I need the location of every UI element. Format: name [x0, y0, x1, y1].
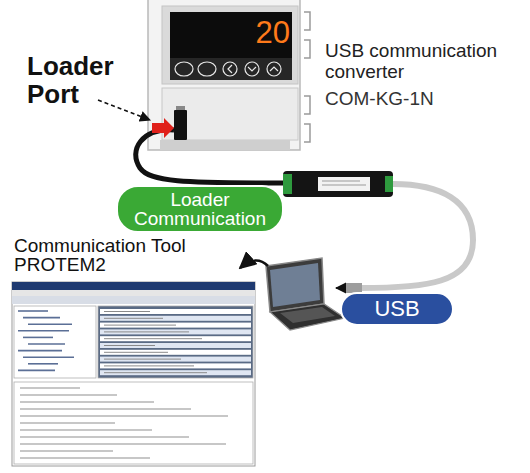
software-name: Communication Tool PROTEM2 — [14, 236, 194, 274]
table-cell — [104, 359, 181, 360]
log-line — [20, 422, 115, 423]
button — [223, 62, 237, 76]
tool-bar — [12, 296, 255, 304]
usb-cable — [360, 184, 473, 288]
table-row — [100, 336, 251, 341]
button — [198, 62, 216, 76]
front-panel — [162, 6, 298, 84]
button-chevron — [270, 67, 278, 71]
loader-port-leader — [98, 100, 150, 120]
device-name: USB communication converter — [325, 40, 515, 82]
tree-item — [23, 356, 74, 358]
button — [245, 62, 259, 76]
tree-item — [18, 350, 62, 352]
rib — [304, 40, 310, 58]
port-insert-arrow — [152, 118, 174, 138]
display-window — [170, 12, 292, 60]
menu-bar — [12, 290, 255, 296]
table-cell — [104, 325, 176, 326]
rib — [304, 124, 310, 142]
callout-label: Loader Port — [27, 52, 127, 108]
plug-arrow — [336, 287, 345, 289]
pill-text: Loader Communication — [130, 190, 270, 228]
table-cell — [104, 365, 194, 366]
button-strip — [170, 58, 292, 80]
tree-panel — [14, 306, 96, 378]
model-number: COM-KG-1N — [325, 88, 515, 109]
table-cell — [104, 331, 189, 332]
table-row — [100, 357, 251, 362]
controller-device — [148, 0, 310, 150]
table-cell — [104, 372, 207, 373]
button-chevron — [248, 67, 256, 71]
table-cell — [104, 311, 150, 312]
tree-item — [23, 337, 53, 339]
log-line — [20, 394, 117, 395]
tree-item — [18, 370, 55, 372]
log-line — [20, 387, 80, 388]
button — [175, 62, 193, 76]
port-tab — [176, 106, 185, 110]
tree-item — [23, 317, 60, 319]
log-line — [20, 450, 113, 451]
log-panel — [14, 382, 253, 464]
table-panel — [98, 306, 253, 378]
table-row — [100, 309, 251, 314]
button-chevron — [228, 65, 232, 73]
controller-body — [148, 0, 300, 150]
table-cell — [104, 352, 168, 353]
terminal-base — [160, 140, 290, 150]
table-row — [100, 350, 251, 355]
usb-pill: USB — [340, 292, 454, 326]
tree-item — [28, 323, 72, 325]
tree-item — [18, 330, 69, 332]
loader-cable — [136, 130, 285, 183]
table-row — [100, 329, 251, 334]
pill-text: USB — [374, 297, 419, 321]
table-cell — [104, 318, 163, 319]
log-line — [20, 429, 152, 430]
laptop-keyboard — [280, 307, 335, 323]
display-readout: 20 — [238, 15, 290, 51]
window-frame — [12, 282, 255, 466]
log-line — [20, 436, 189, 437]
lower-panel — [162, 88, 298, 140]
loader-communication-pill: Loader Communication — [116, 185, 284, 233]
table-row — [100, 363, 251, 368]
log-line — [20, 401, 154, 402]
log-line — [20, 415, 228, 416]
laptop-screen — [266, 258, 324, 312]
tree-item — [18, 310, 48, 312]
rib — [304, 12, 310, 30]
sticker-line — [322, 185, 366, 186]
usb-converter — [283, 171, 393, 197]
laptop-display — [270, 263, 320, 307]
converter-end-cap — [283, 174, 292, 194]
converter-sticker — [318, 177, 370, 191]
laptop-base — [270, 304, 345, 330]
laptop — [266, 258, 345, 330]
table-cell — [104, 338, 202, 339]
rib — [304, 96, 310, 114]
table-row — [100, 370, 251, 375]
converter-end-cap — [385, 176, 393, 192]
log-line — [20, 443, 226, 444]
tree-item — [28, 363, 58, 365]
log-line — [20, 457, 150, 458]
table-row — [100, 343, 251, 348]
table-row — [100, 323, 251, 328]
tree-item — [28, 343, 65, 345]
table-row — [100, 316, 251, 321]
converter-body — [283, 171, 393, 197]
software-arrow — [240, 260, 268, 268]
table-cell — [104, 345, 155, 346]
protem2-screenshot — [12, 282, 255, 466]
loader-port-slot — [174, 110, 187, 140]
log-line — [20, 408, 191, 409]
title-bar — [12, 282, 255, 290]
button — [267, 62, 281, 76]
sticker-line — [322, 181, 360, 182]
